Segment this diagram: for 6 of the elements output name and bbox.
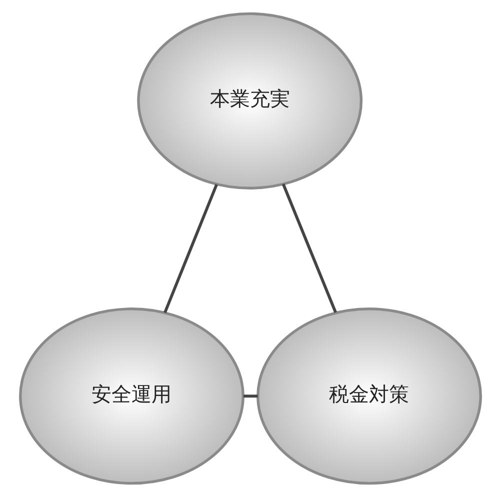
connector — [281, 184, 336, 313]
connector — [243, 394, 258, 398]
node-ellipse: 安全運用 — [18, 308, 244, 485]
node-ellipse: 税金対策 — [256, 308, 482, 485]
node-ellipse: 本業充実 — [136, 12, 362, 190]
connector — [163, 184, 218, 314]
